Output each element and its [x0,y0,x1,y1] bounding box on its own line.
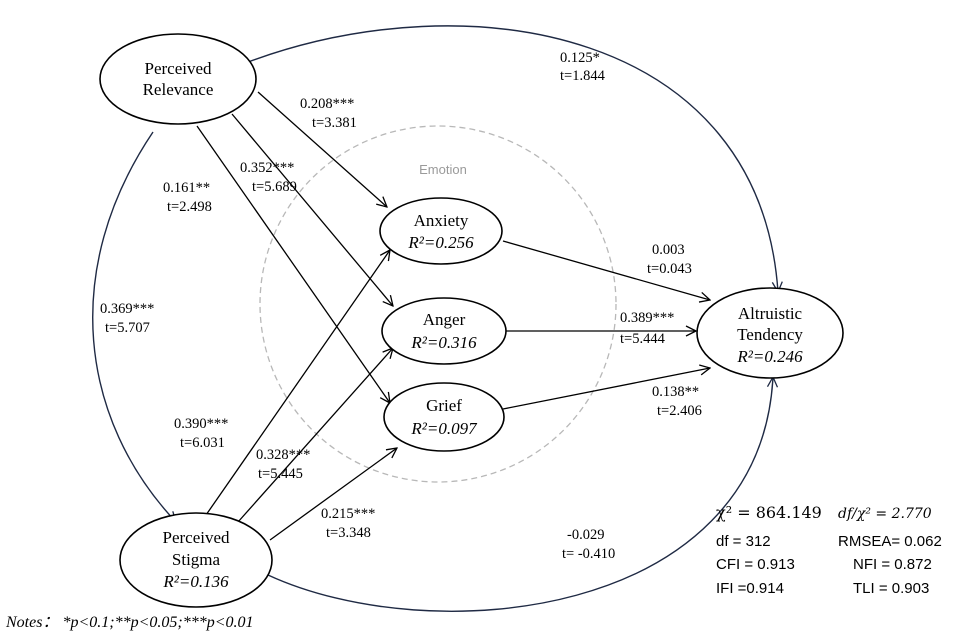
node-anger-r2: R²=0.316 [410,333,477,352]
node-relevance-line1: Perceived [144,59,212,78]
t-anger-altruistic: t=5.444 [620,331,666,347]
t-relevance-anxiety: t=3.381 [312,115,357,131]
node-perceived-stigma: Perceived Stigma R²=0.136 [119,512,273,608]
node-anger: Anger R²=0.316 [381,297,507,365]
path-grief-altruistic [502,368,710,410]
t-grief-altruistic: t=2.406 [657,403,702,419]
fit-tli: TLI = 0.903 [853,580,929,597]
node-grief-r2: R²=0.097 [410,419,478,438]
fit-df: df = 312 [716,533,771,550]
coef-anger-altruistic: 0.389*** [620,310,674,326]
t-stigma-altruistic: t= -0.410 [562,546,615,562]
fit-statistics: χ² = 864.149 df/χ² = 2.770 df = 312 RMSE… [716,503,942,597]
coef-grief-altruistic: 0.138** [652,384,699,400]
coef-stigma-anxiety: 0.390*** [174,416,228,432]
node-anger-label: Anger [423,310,466,329]
node-anxiety-r2: R²=0.256 [407,233,474,252]
path-relevance-stigma [92,131,176,522]
path-relevance-anger [231,113,393,306]
path-stigma-anxiety [205,250,390,516]
coef-anxiety-altruistic: 0.003 [652,242,685,258]
fit-cfi: CFI = 0.913 [716,556,795,573]
node-stigma-line1: Perceived [162,528,230,547]
coef-relevance-stigma: 0.369*** [100,301,154,317]
node-grief-label: Grief [426,396,462,415]
node-altruistic-tendency: Altruistic Tendency R²=0.246 [696,287,844,379]
fit-nfi: NFI = 0.872 [853,556,932,573]
t-stigma-anger: t=5.445 [258,466,303,482]
fit-df-chi2: df/χ² = 2.770 [838,506,932,522]
node-perceived-relevance: Perceived Relevance [99,33,257,125]
coef-stigma-anger: 0.328*** [256,447,310,463]
node-altruistic-line2: Tendency [737,325,803,344]
t-relevance-grief: t=2.498 [167,199,212,215]
notes: Notes： *p<0.1;**p<0.05;***p<0.01 [5,614,254,631]
fit-ifi: IFI =0.914 [716,580,784,597]
emotion-group-label: Emotion [419,162,467,177]
path-relevance-altruistic [247,25,778,292]
t-relevance-altruistic: t=1.844 [560,68,606,84]
node-altruistic-r2: R²=0.246 [736,347,803,366]
path-stigma-altruistic [267,377,773,612]
node-stigma-r2: R²=0.136 [162,572,229,591]
node-stigma-line2: Stigma [172,550,221,569]
path-stigma-anger [237,348,393,523]
coef-relevance-anger: 0.352*** [240,160,294,176]
node-altruistic-line1: Altruistic [738,304,803,323]
coef-relevance-altruistic: 0.125* [560,50,600,66]
node-anxiety-label: Anxiety [414,211,469,230]
t-relevance-stigma: t=5.707 [105,320,150,336]
emotion-group-circle [259,125,617,483]
coef-relevance-grief: 0.161** [163,180,210,196]
node-anxiety: Anxiety R²=0.256 [379,197,503,265]
t-stigma-anxiety: t=6.031 [180,435,225,451]
path-relevance-grief [196,125,390,403]
node-grief: Grief R²=0.097 [383,382,505,452]
t-anxiety-altruistic: t=0.043 [647,261,692,277]
t-stigma-grief: t=3.348 [326,525,371,541]
coef-stigma-grief: 0.215*** [321,506,375,522]
path-relevance-anxiety [257,91,387,207]
t-relevance-anger: t=5.689 [252,179,297,195]
fit-rmsea: RMSEA= 0.062 [838,533,942,550]
coef-relevance-anxiety: 0.208*** [300,96,354,112]
coef-stigma-altruistic: -0.029 [567,527,604,543]
fit-chi2: χ² = 864.149 [716,503,822,522]
path-stigma-grief [269,448,397,541]
node-relevance-line2: Relevance [143,80,214,99]
path-anxiety-altruistic [502,240,710,300]
